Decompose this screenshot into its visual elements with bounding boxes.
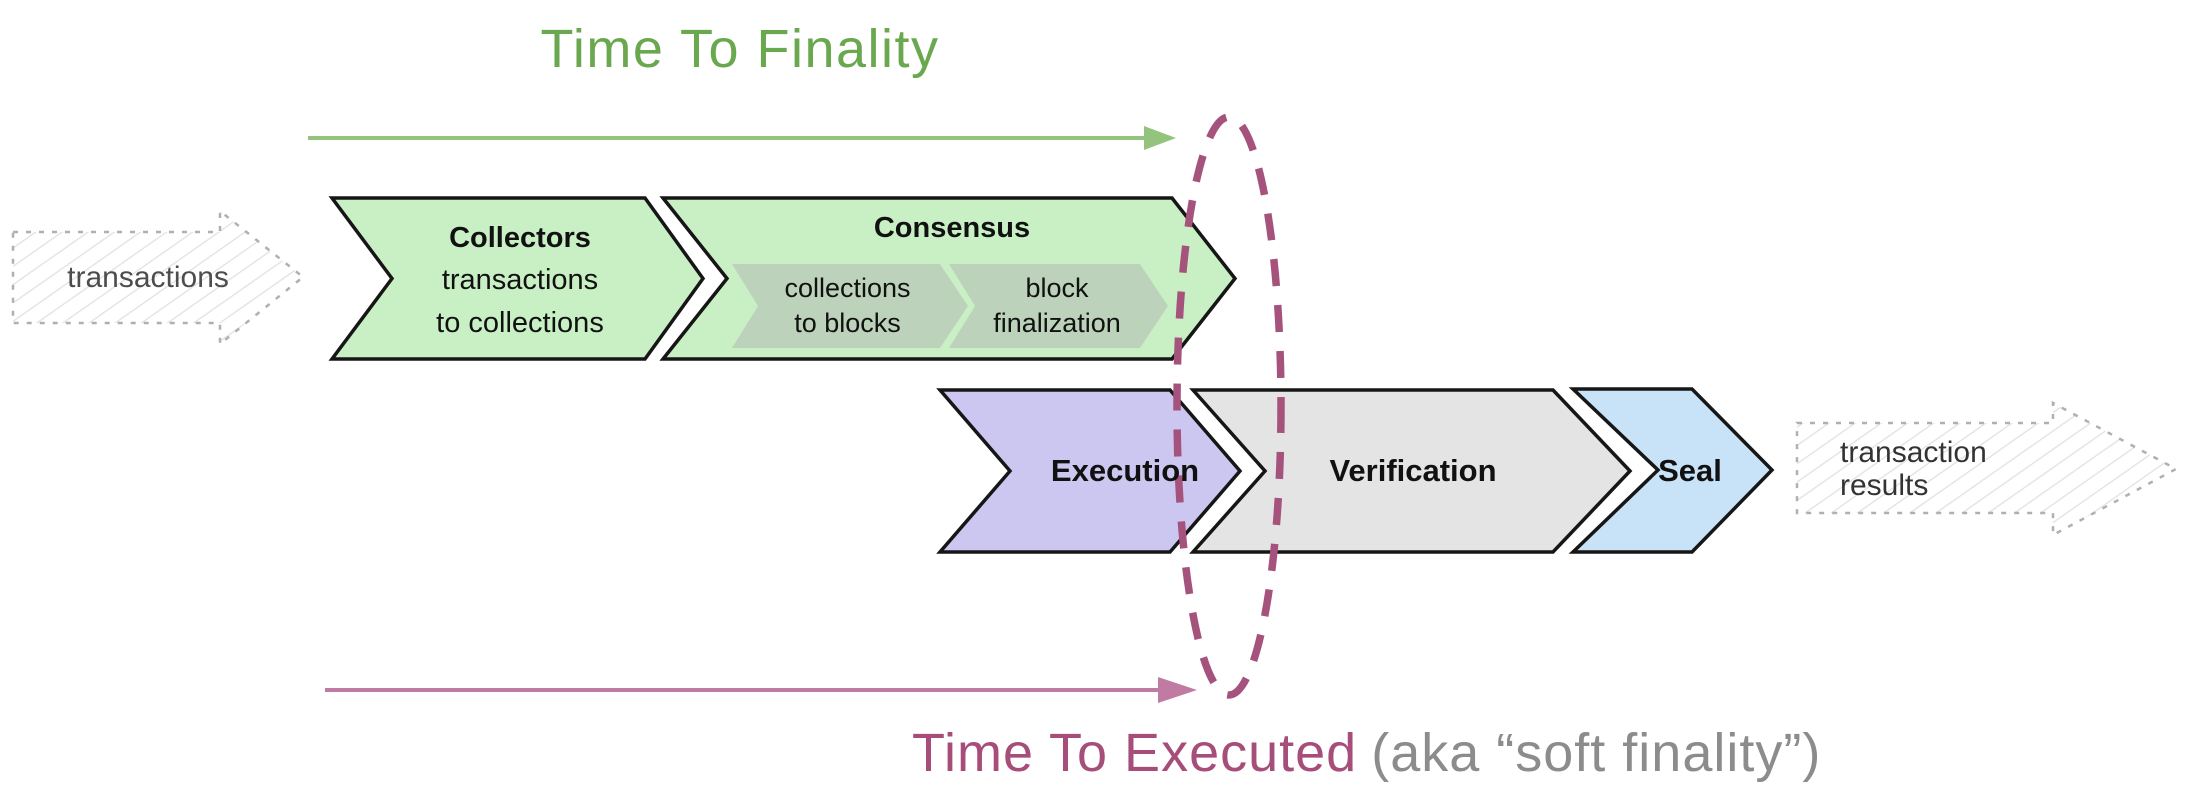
transactions-input-label: transactions — [67, 260, 229, 294]
verification-stage-label: Verification — [1329, 453, 1497, 489]
output-label-line1: transaction — [1840, 436, 1987, 469]
collectors-stage-subtitle-line2: to collections — [436, 306, 604, 339]
substep-finalization-line2: finalization — [993, 308, 1121, 338]
consensus-substep-collections-chevron — [732, 264, 968, 348]
soft-finality-alias-text: (aka “soft finality”) — [1371, 723, 1822, 783]
time-to-executed-text: Time To Executed — [912, 723, 1358, 783]
substep-collections-line1: collections — [784, 272, 911, 303]
consensus-substep-collections-label: collections to blocks — [740, 264, 955, 348]
time-to-finality-title: Time To Finality — [540, 19, 940, 79]
time-to-finality-arrow — [308, 126, 1176, 150]
verification-chevron — [1189, 388, 1633, 554]
consensus-substep-finalization-chevron — [949, 264, 1168, 348]
transaction-results-output-arrow — [1795, 400, 2179, 538]
execution-stage-label: Execution — [1050, 453, 1200, 489]
substep-collections-line2: to blocks — [794, 308, 901, 338]
time-to-executed-caption: Time To Executed(aka “soft finality”) — [912, 722, 1821, 784]
transactions-input-arrow — [11, 208, 305, 347]
seal-chevron — [1568, 387, 1775, 554]
output-label-line2: results — [1840, 469, 1929, 502]
consensus-substep-finalization-label: block finalization — [952, 264, 1162, 348]
soft-finality-ellipse — [1173, 113, 1285, 699]
consensus-stage-title: Consensus — [873, 211, 1031, 244]
seal-stage-label: Seal — [1658, 452, 1722, 488]
collectors-stage-title: Collectors — [449, 222, 591, 255]
collectors-stage-label: Collectors transactions to collections — [340, 202, 700, 359]
transaction-results-output-label: transaction results — [1840, 424, 2080, 514]
collectors-chevron — [328, 196, 706, 361]
collectors-stage-subtitle-line1: transactions — [441, 264, 599, 297]
time-to-executed-arrow — [325, 677, 1197, 703]
substep-finalization-line1: block — [1025, 272, 1089, 303]
execution-chevron — [936, 388, 1243, 554]
